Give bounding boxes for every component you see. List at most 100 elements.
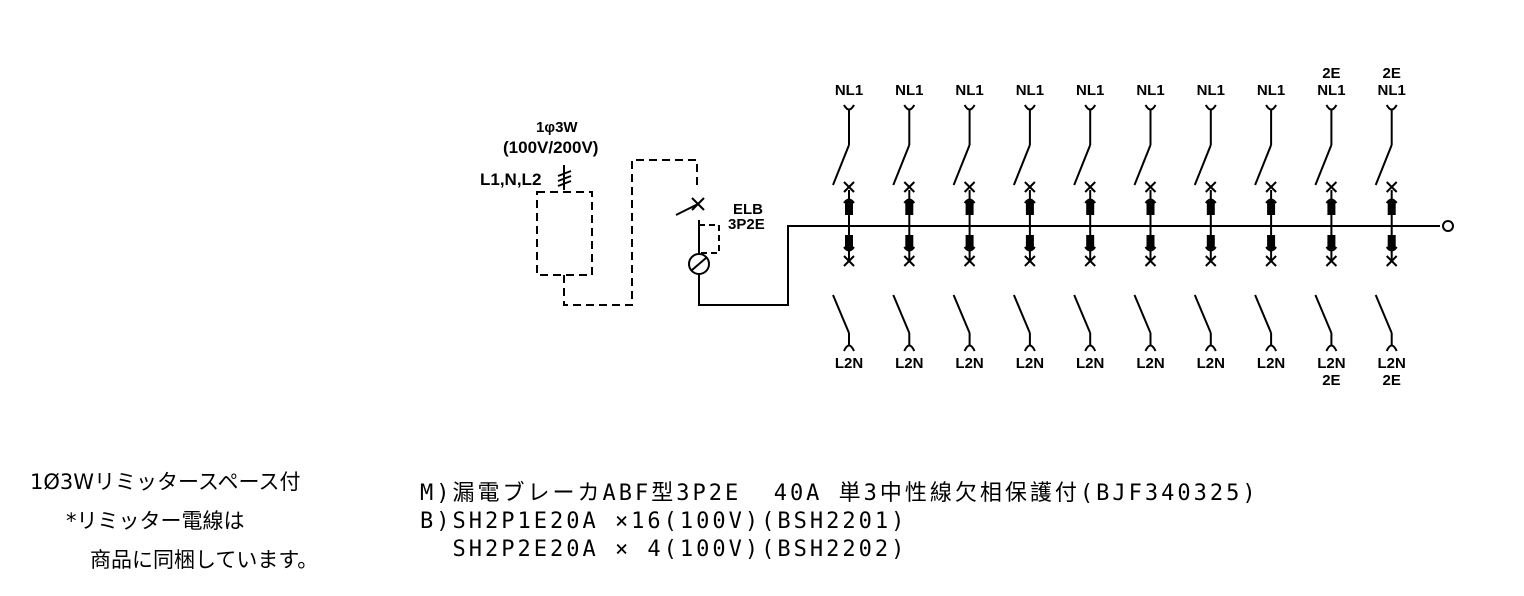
top-terminal	[843, 104, 855, 111]
top-switch-blade	[892, 144, 911, 186]
bottom-contact	[1327, 235, 1336, 249]
branch-circuits: NL1L2NNL1L2NNL1L2NNL1L2NNL1L2NNL1L2NNL1L…	[832, 65, 1406, 389]
branch-top-label: NL1	[1136, 82, 1164, 99]
top-terminal	[1204, 104, 1217, 111]
branch-top-label: NL1	[835, 82, 863, 99]
main-elb-symbol	[675, 197, 1440, 306]
branch-bottom-label: L2N	[1076, 355, 1104, 372]
branch-bottom-extra-label: 2E	[1383, 372, 1401, 389]
top-contact	[1086, 201, 1095, 215]
branch-top-label: NL1	[1016, 82, 1044, 99]
bottom-contact	[1146, 235, 1155, 249]
bottom-switch-blade	[1314, 294, 1333, 334]
bottom-terminal	[843, 344, 855, 352]
bottom-switch-blade	[832, 294, 850, 334]
top-switch-blade	[952, 144, 971, 186]
bottom-switch-blade	[1073, 294, 1092, 334]
bottom-terminal	[1385, 344, 1398, 352]
top-contact	[845, 201, 853, 215]
supply-voltage-label: (100V/200V)	[503, 138, 598, 157]
branch-bottom-label: L2N	[835, 355, 863, 372]
top-terminal	[1144, 104, 1157, 111]
branch-bottom-label: L2N	[955, 355, 983, 372]
spec-main-breaker: M)漏電ブレーカABF型3P2E 40A 単3中性線欠相保護付(BJF34032…	[420, 481, 1259, 506]
bottom-contact	[965, 235, 974, 249]
branch-bottom-label: L2N	[1317, 355, 1345, 372]
bottom-switch-blade	[1374, 294, 1393, 334]
branch-bottom-label: L2N	[1016, 355, 1044, 372]
branch-top-label: NL1	[1076, 82, 1104, 99]
branch-top-label: NL1	[955, 82, 983, 99]
bottom-terminal	[1023, 344, 1036, 352]
bottom-contact	[1025, 235, 1034, 249]
bottom-switch-blade	[1193, 294, 1212, 334]
bottom-switch-blade	[1012, 294, 1031, 334]
bottom-contact	[1086, 235, 1095, 249]
top-terminal	[1024, 104, 1036, 111]
top-terminal	[963, 104, 976, 111]
top-terminal	[1385, 104, 1398, 111]
top-terminal	[903, 104, 916, 111]
spec-branch-1: B)SH2P1E20A ×16(100V)(BSH2201)	[420, 509, 908, 534]
top-contact	[965, 201, 974, 215]
top-contact	[1267, 201, 1276, 215]
limiter-note-3: 商品に同梱しています。	[90, 548, 319, 572]
main-elb-label: ELB	[733, 201, 763, 218]
top-contact	[1387, 201, 1396, 215]
bottom-terminal	[1144, 344, 1157, 352]
bottom-switch-blade	[1133, 294, 1152, 334]
top-switch-blade	[1314, 144, 1333, 186]
branch-top-label: NL1	[1257, 82, 1285, 99]
top-terminal	[1084, 104, 1097, 111]
bottom-terminal	[963, 344, 976, 352]
spec-branch-2: SH2P2E20A × 4(100V)(BSH2202)	[420, 537, 908, 562]
bottom-terminal	[1084, 344, 1097, 352]
top-switch-blade	[1133, 144, 1152, 186]
top-contact	[905, 201, 914, 215]
bottom-terminal	[1325, 344, 1338, 352]
branch-top-label: NL1	[895, 82, 923, 99]
branch-bottom-extra-label: 2E	[1322, 372, 1340, 389]
branch-top-extra-label: 2E	[1383, 65, 1401, 82]
limiter-note-2: *リミッター電線は	[66, 509, 245, 533]
bottom-contact	[905, 235, 914, 249]
output-terminal	[1442, 220, 1454, 232]
top-switch-blade	[1193, 144, 1212, 186]
top-switch-blade	[1254, 144, 1273, 186]
branch-top-label: NL1	[1378, 82, 1406, 99]
bottom-contact	[1387, 235, 1396, 249]
bottom-contact	[1206, 235, 1215, 249]
limiter-note-1: 1Ø3Wリミッタースペース付	[30, 470, 301, 494]
supply-phase-label: 1φ3W	[536, 119, 578, 136]
bottom-switch-blade	[1254, 294, 1273, 334]
bottom-terminal	[903, 344, 916, 352]
bottom-contact	[1267, 235, 1276, 249]
top-switch-blade	[832, 144, 850, 186]
bottom-contact	[845, 235, 853, 249]
bottom-terminal	[1265, 344, 1278, 352]
limiter-space-box	[536, 159, 698, 306]
top-switch-blade	[1374, 144, 1393, 186]
branch-bottom-label: L2N	[895, 355, 923, 372]
supply-wires-label: L1,N,L2	[480, 170, 541, 189]
branch-top-extra-label: 2E	[1322, 65, 1340, 82]
top-contact	[1025, 201, 1034, 215]
branch-bottom-label: L2N	[1136, 355, 1164, 372]
bottom-switch-blade	[952, 294, 971, 334]
top-contact	[1327, 201, 1336, 215]
branch-top-label: NL1	[1317, 82, 1345, 99]
top-contact	[1146, 201, 1155, 215]
three-wire-symbol	[557, 165, 572, 190]
bottom-switch-blade	[892, 294, 911, 334]
bottom-terminal	[1204, 344, 1217, 352]
top-switch-blade	[1012, 144, 1031, 186]
